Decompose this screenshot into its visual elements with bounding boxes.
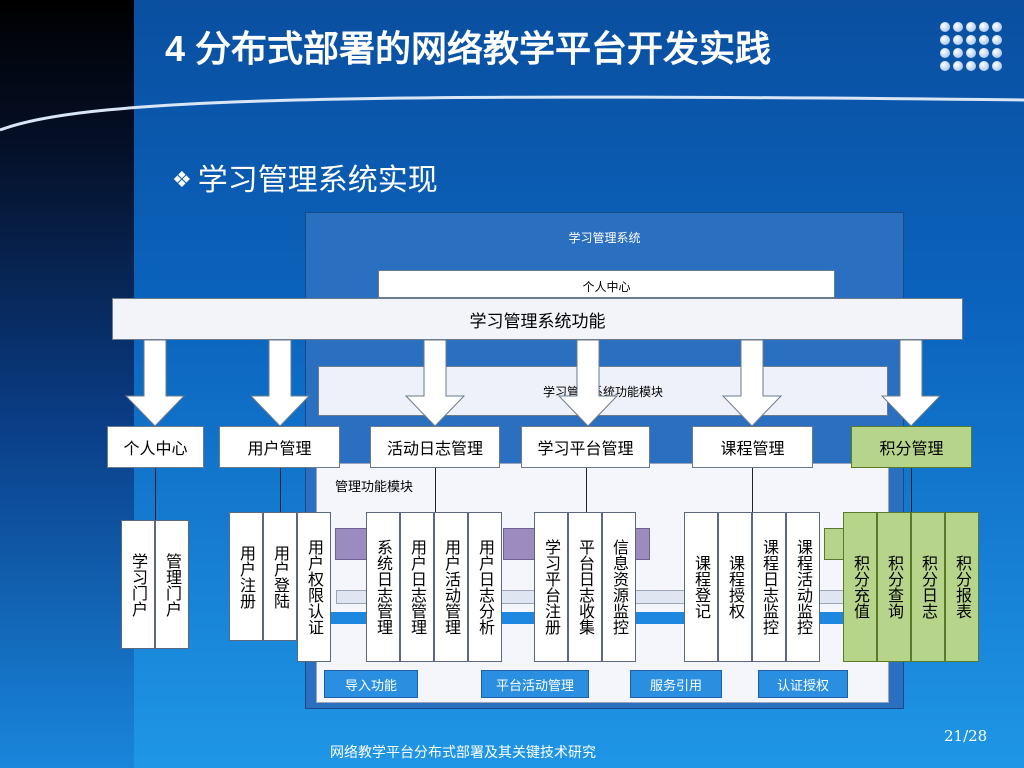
child-admin-portal: 管理门户 — [155, 520, 189, 649]
connector-line — [586, 468, 587, 512]
down-arrow-icon — [557, 339, 619, 427]
dot-icon — [953, 61, 963, 71]
down-arrow-icon — [124, 339, 186, 427]
platform-activity-button: 平台活动管理 — [481, 670, 589, 698]
category-activity-log: 活动日志管理 — [370, 426, 500, 468]
dot-icon — [992, 22, 1002, 32]
dot-icon — [940, 22, 950, 32]
background-panel-title: 学习管理系统 — [568, 231, 641, 245]
slide-subtitle-text: 学习管理系统实现 — [197, 164, 438, 197]
decorative-dots-icon — [940, 22, 1008, 74]
child-points-log: 积分日志 — [911, 512, 945, 662]
diamond-bullet-icon: ❖ — [172, 167, 192, 192]
category-course-management: 课程管理 — [692, 426, 813, 468]
dot-icon — [979, 48, 989, 58]
connector-line — [155, 468, 156, 520]
child-course-register: 课程登记 — [684, 512, 718, 662]
dot-icon — [966, 22, 976, 32]
title-underline-curve — [0, 95, 1024, 132]
child-platform-log: 平台日志收集 — [568, 512, 602, 662]
category-platform-management: 学习平台管理 — [521, 426, 650, 468]
dot-icon — [966, 35, 976, 45]
dot-icon — [992, 61, 1002, 71]
child-course-log: 课程日志监控 — [752, 512, 786, 662]
page-number: 21/28 — [944, 727, 988, 745]
dot-icon — [979, 35, 989, 45]
connector-line — [280, 468, 281, 512]
dot-icon — [966, 61, 976, 71]
category-personal-center: 个人中心 — [107, 426, 204, 468]
child-user-permission: 用户权限认证 — [297, 512, 331, 662]
child-learning-portal: 学习门户 — [121, 520, 155, 649]
category-points-management: 积分管理 — [851, 426, 972, 468]
child-user-activity: 用户活动管理 — [434, 512, 468, 662]
slide-title: 4 分布式部署的网络教学平台开发实践 — [165, 28, 772, 69]
child-platform-register: 学习平台注册 — [534, 512, 568, 662]
child-resource-monitor: 信息资源监控 — [602, 512, 636, 662]
dot-icon — [940, 35, 950, 45]
dot-icon — [992, 48, 1002, 58]
dot-icon — [979, 22, 989, 32]
service-reference-button: 服务引用 — [630, 670, 722, 698]
slide-subtitle: ❖学习管理系统实现 — [172, 155, 438, 199]
background-inner-title: 管理功能模块 — [335, 480, 414, 495]
slide-corner-gradient — [0, 0, 134, 768]
down-arrow-icon — [721, 339, 783, 427]
dot-icon — [953, 48, 963, 58]
down-arrow-icon — [880, 339, 942, 427]
dot-icon — [953, 35, 963, 45]
child-points-query: 积分查询 — [877, 512, 911, 662]
slide-footer: 网络教学平台分布式部署及其关键技术研究 — [330, 745, 596, 761]
connector-line — [435, 468, 436, 512]
down-arrow-icon — [404, 339, 466, 427]
dot-icon — [992, 35, 1002, 45]
dot-icon — [979, 61, 989, 71]
dot-icon — [940, 61, 950, 71]
category-user-management: 用户管理 — [219, 426, 340, 468]
child-points-recharge: 积分充值 — [843, 512, 877, 662]
connector-line — [911, 468, 912, 512]
main-function-bar: 学习管理系统功能 — [112, 298, 963, 340]
dot-icon — [953, 22, 963, 32]
dot-icon — [940, 48, 950, 58]
child-user-log: 用户日志管理 — [400, 512, 434, 662]
auth-grant-button: 认证授权 — [758, 670, 848, 698]
down-arrow-icon — [249, 339, 311, 427]
child-log-analysis: 用户日志分析 — [468, 512, 502, 662]
child-points-report: 积分报表 — [945, 512, 979, 662]
import-function-button: 导入功能 — [324, 670, 418, 698]
background-personal-center: 个人中心 — [378, 270, 835, 298]
child-user-register: 用户注册 — [229, 512, 263, 641]
child-system-log: 系统日志管理 — [366, 512, 400, 662]
connector-line — [752, 468, 753, 512]
child-course-auth: 课程授权 — [718, 512, 752, 662]
child-user-login: 用户登陆 — [263, 512, 297, 641]
background-purple-block — [503, 528, 537, 560]
child-course-activity: 课程活动监控 — [786, 512, 820, 662]
dot-icon — [966, 48, 976, 58]
